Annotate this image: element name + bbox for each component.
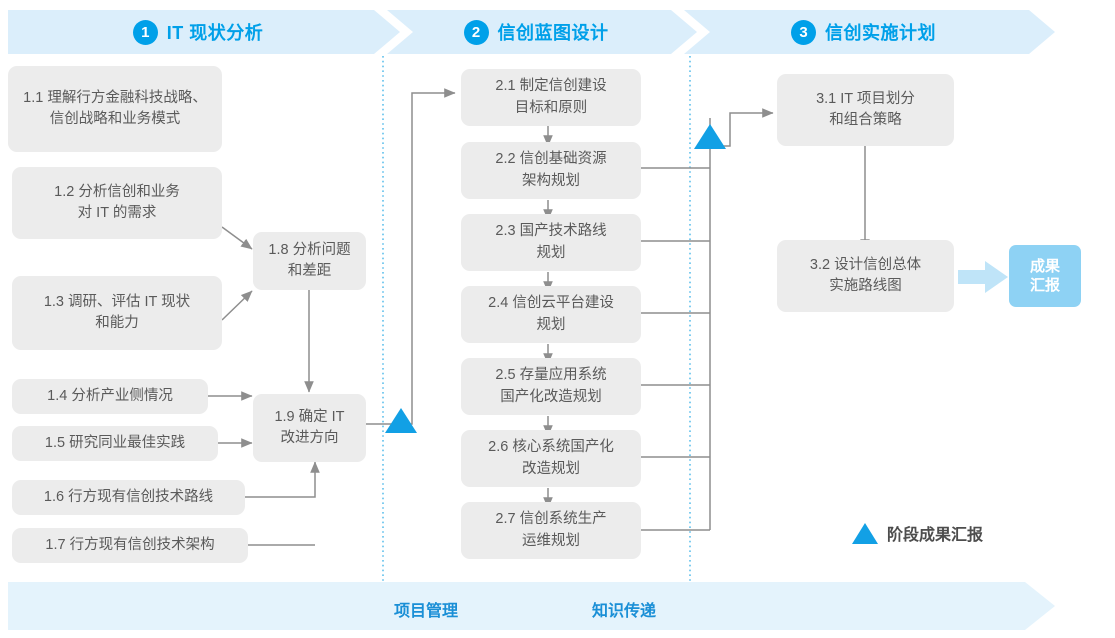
task-box-2-7[interactable]: 2.7 信创系统生产 运维规划 [461, 502, 641, 559]
task-box-3-1[interactable]: 3.1 IT 项目划分 和组合策略 [777, 74, 954, 146]
phase-band-3: 3 信创实施计划 [684, 10, 1055, 54]
task-box-2-5[interactable]: 2.5 存量应用系统 国产化改造规划 [461, 358, 641, 415]
milestone-triangle-phase1 [385, 408, 417, 433]
task-box-1-8[interactable]: 1.8 分析问题 和差距 [253, 232, 366, 290]
phase-band-1: 1 IT 现状分析 [8, 10, 400, 54]
deliverable-chip[interactable]: 成果 汇报 [1009, 245, 1081, 307]
legend-label: 阶段成果汇报 [887, 527, 984, 544]
phase-title-2: 信创蓝图设计 [497, 23, 609, 43]
task-box-2-3[interactable]: 2.3 国产技术路线 规划 [461, 214, 641, 271]
footer-label-project-management: 项目管理 [394, 603, 459, 620]
task-box-2-2[interactable]: 2.2 信创基础资源 架构规划 [461, 142, 641, 199]
phase-number-1: 1 [133, 20, 158, 45]
footer-band [8, 582, 1055, 630]
footer-label-knowledge-transfer: 知识传递 [592, 603, 657, 620]
phase-number-3: 3 [791, 20, 816, 45]
task-box-1-1[interactable]: 1.1 理解行方金融科技战略、 信创战略和业务模式 [8, 66, 222, 152]
task-box-3-2[interactable]: 3.2 设计信创总体 实施路线图 [777, 240, 954, 312]
task-box-1-7[interactable]: 1.7 行方现有信创技术架构 [12, 528, 248, 563]
task-box-1-4[interactable]: 1.4 分析产业侧情况 [12, 379, 208, 414]
phase-band-2: 2 信创蓝图设计 [387, 10, 697, 54]
task-box-2-1[interactable]: 2.1 制定信创建设 目标和原则 [461, 69, 641, 126]
phase-title-3: 信创实施计划 [825, 23, 936, 43]
task-box-1-9[interactable]: 1.9 确定 IT 改进方向 [253, 394, 366, 462]
task-box-2-6[interactable]: 2.6 核心系统国产化 改造规划 [461, 430, 641, 487]
task-box-1-6[interactable]: 1.6 行方现有信创技术路线 [12, 480, 245, 515]
task-box-1-2[interactable]: 1.2 分析信创和业务 对 IT 的需求 [12, 167, 222, 239]
task-box-2-4[interactable]: 2.4 信创云平台建设 规划 [461, 286, 641, 343]
phase-title-1: IT 现状分析 [166, 23, 264, 43]
task-box-1-5[interactable]: 1.5 研究同业最佳实践 [12, 426, 218, 461]
legend: 阶段成果汇报 [852, 521, 983, 545]
phase-number-2: 2 [464, 20, 489, 45]
task-box-1-3[interactable]: 1.3 调研、评估 IT 现状 和能力 [12, 276, 222, 350]
triangle-up-icon [852, 522, 878, 544]
milestone-triangle-phase2 [694, 124, 726, 149]
